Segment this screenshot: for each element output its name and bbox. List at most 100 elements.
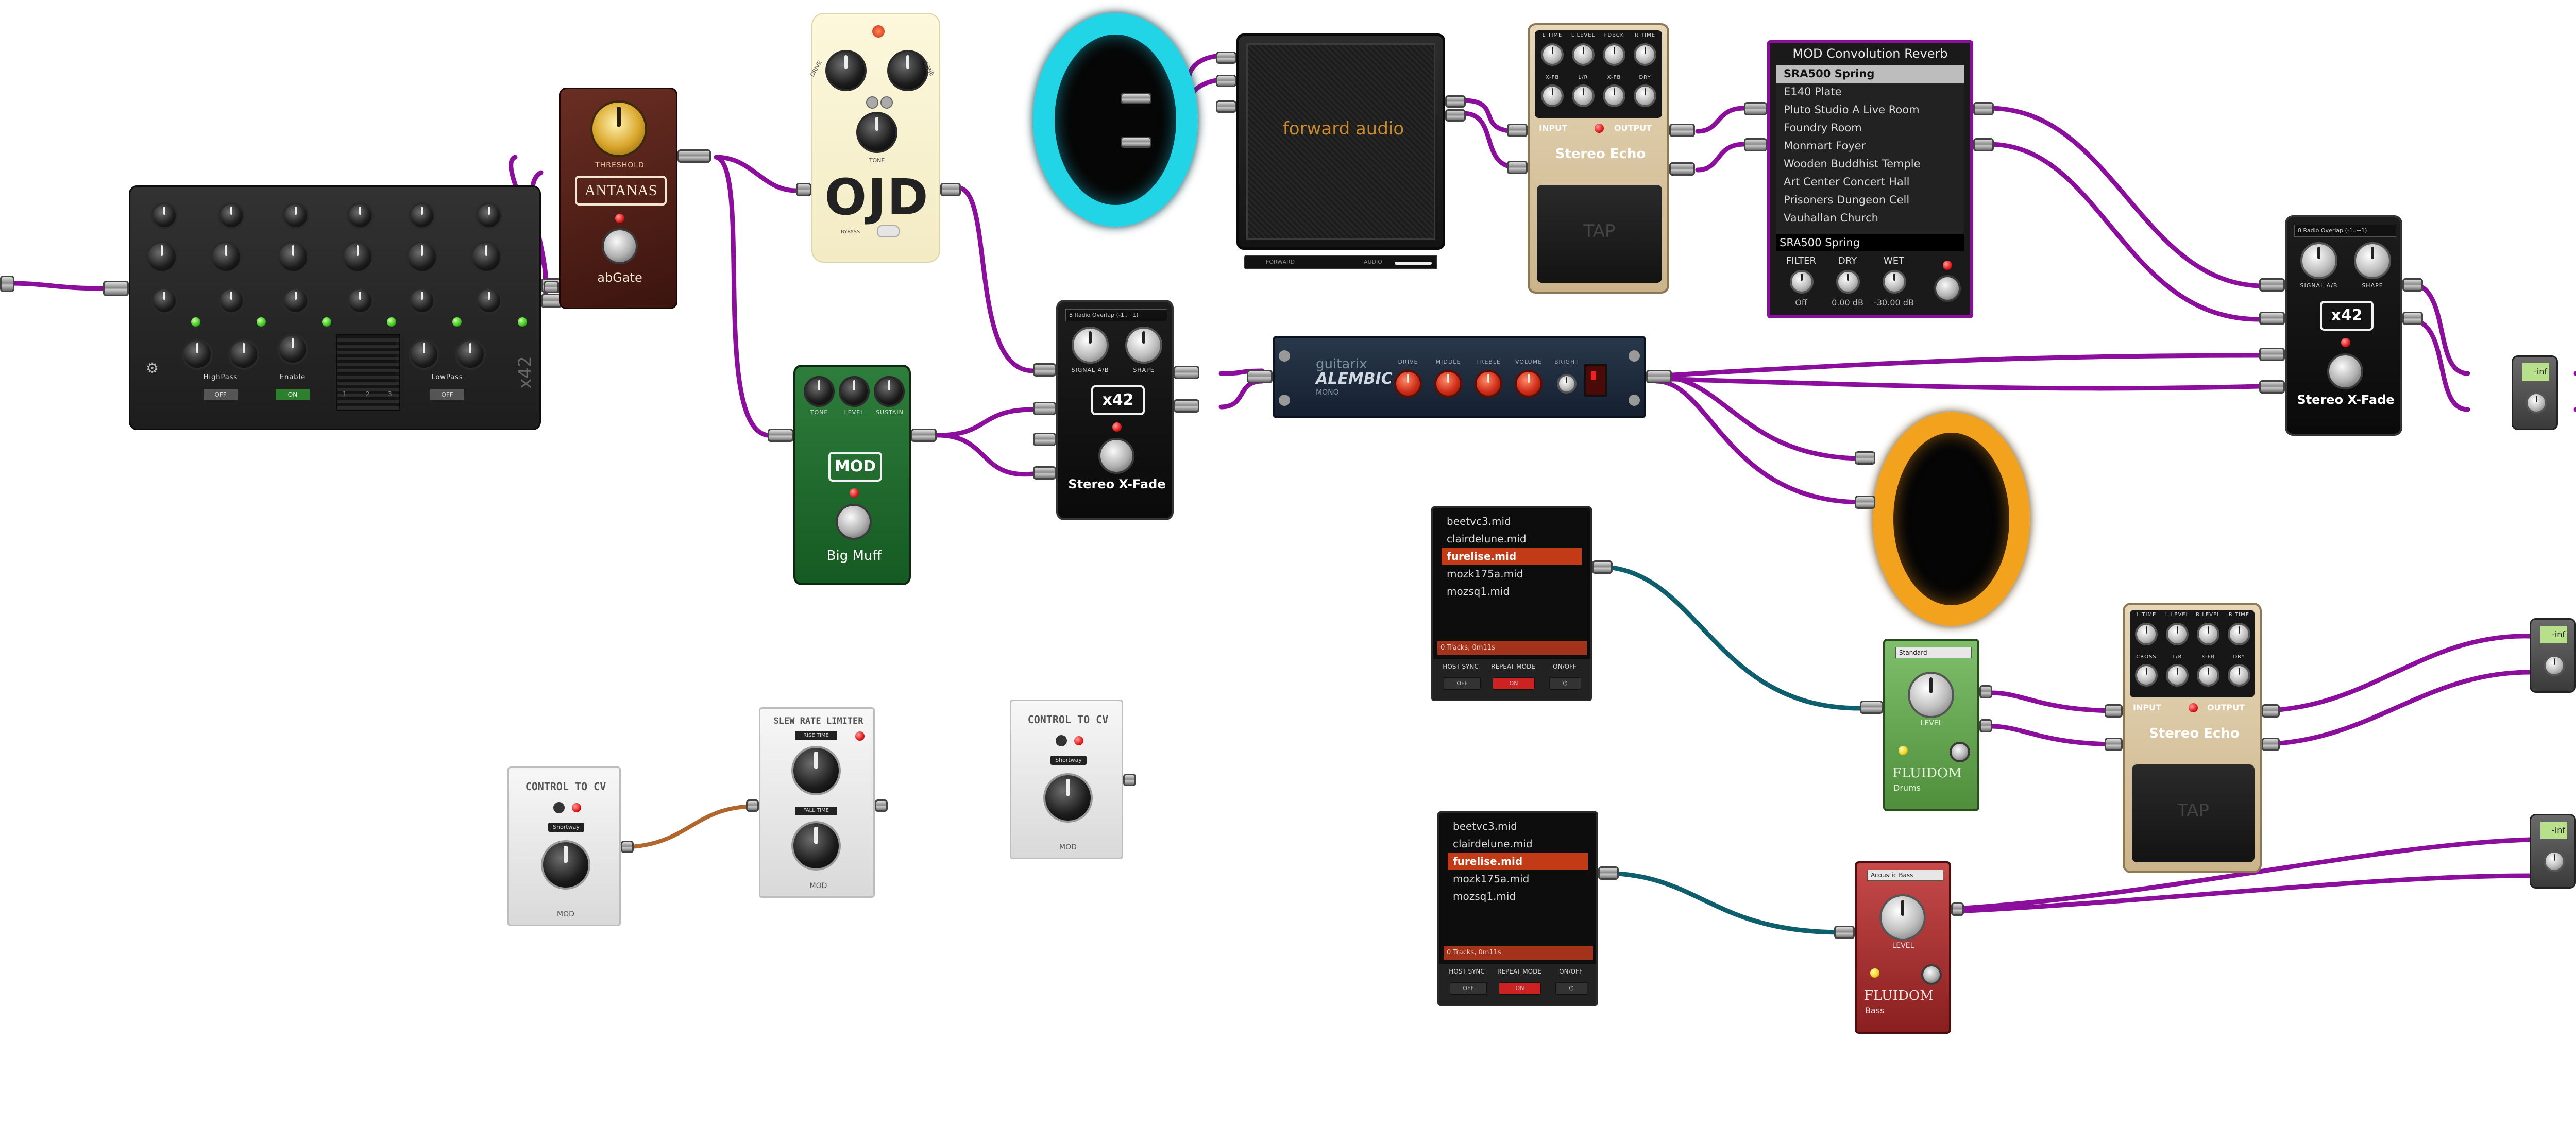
- echo-input-port[interactable]: [2105, 704, 2123, 718]
- level-knob[interactable]: [1879, 894, 1926, 941]
- preset-dropdown[interactable]: Standard: [1895, 647, 1972, 658]
- alembic-output-port[interactable]: [1646, 370, 1672, 383]
- echo-input-port[interactable]: [1507, 161, 1528, 174]
- mode-dropdown[interactable]: 8 Radio Overlap (-1..+1): [1065, 309, 1167, 321]
- echo-knob[interactable]: [2197, 623, 2219, 645]
- mode-dropdown[interactable]: 8 Radio Overlap (-1..+1): [2294, 225, 2396, 237]
- midi-file-item[interactable]: mozk175a.mid: [1447, 568, 1523, 580]
- highpass-knob[interactable]: [228, 339, 259, 370]
- drive-knob[interactable]: [825, 50, 867, 91]
- ir-item[interactable]: Art Center Concert Hall: [1784, 176, 1910, 188]
- ir-item[interactable]: Monmart Foyer: [1784, 140, 1866, 152]
- echo-knob[interactable]: [2135, 623, 2158, 645]
- convolution-reverb[interactable]: MOD Convolution Reverb SRA500 Spring E14…: [1767, 40, 1973, 318]
- bright-knob[interactable]: [1557, 374, 1577, 394]
- lowpass-knob[interactable]: [455, 339, 486, 370]
- slew-rate-limiter[interactable]: SLEW RATE LIMITER RISE TIME FALL TIME MO…: [759, 707, 875, 898]
- gain-meter[interactable]: -inf: [2530, 814, 2576, 889]
- ir-item[interactable]: Prisoners Dungeon Cell: [1784, 194, 1910, 206]
- gain-knob[interactable]: [2544, 655, 2565, 676]
- echo-output-port[interactable]: [2262, 704, 2280, 718]
- mixer-knob[interactable]: [409, 202, 435, 229]
- ring-port[interactable]: [1855, 496, 1875, 509]
- signal-ab-knob[interactable]: [1072, 327, 1109, 364]
- ring-port[interactable]: [1121, 93, 1151, 104]
- echo-knob[interactable]: [2228, 664, 2250, 687]
- mode-badge[interactable]: Shortway: [548, 823, 584, 832]
- abgate-input-port[interactable]: [544, 281, 559, 293]
- cable[interactable]: [1695, 142, 1747, 173]
- ojd-output-port[interactable]: [940, 183, 961, 196]
- xfade-pedal[interactable]: 8 Radio Overlap (-1..+1) SIGNAL A/B SHAP…: [2285, 215, 2402, 436]
- midi-output-port[interactable]: [1598, 866, 1619, 880]
- mini-knob[interactable]: [553, 802, 565, 813]
- level-knob[interactable]: [839, 376, 870, 407]
- cable[interactable]: [1986, 106, 2262, 288]
- cv-knob[interactable]: [1043, 773, 1093, 823]
- dry-knob[interactable]: [1836, 270, 1860, 294]
- echo-output-port[interactable]: [2262, 738, 2280, 751]
- mixer-knob[interactable]: [406, 241, 438, 273]
- mixer-plugin[interactable]: ⚙ HighPass OFF Enable ON 1 2 3 LowPass O…: [129, 185, 541, 430]
- cable[interactable]: [1654, 379, 1865, 505]
- xfade-pedal[interactable]: 8 Radio Overlap (-1..+1) SIGNAL A/B SHAP…: [1056, 300, 1174, 520]
- echo-output-port[interactable]: [1669, 162, 1695, 176]
- mixer-knob[interactable]: [476, 202, 502, 229]
- host-sync-toggle[interactable]: OFF: [1444, 677, 1481, 690]
- fluidom-output-port[interactable]: [1979, 719, 1992, 732]
- gain-knob[interactable]: [2544, 850, 2565, 872]
- bypass-footswitch[interactable]: [1950, 742, 1970, 762]
- cyan-ring-plugin[interactable]: [1033, 13, 1198, 227]
- lowpass-knob[interactable]: [409, 339, 439, 370]
- midi-file-list[interactable]: beetvc3.mid clairdelune.mid furelise.mid…: [1442, 513, 1582, 600]
- mixer-knob[interactable]: [476, 287, 502, 314]
- cable[interactable]: [1945, 873, 2532, 914]
- stereo-echo-pedal[interactable]: L TIME L LEVEL R LEVEL R TIME CROSS L/R …: [2123, 603, 2262, 873]
- reverb-input-port[interactable]: [1744, 102, 1767, 115]
- xfade-input-port[interactable]: [2259, 312, 2285, 325]
- ir-item[interactable]: Wooden Buddhist Temple: [1784, 158, 1921, 170]
- mode-badge[interactable]: Shortway: [1050, 756, 1087, 765]
- mixer-knob[interactable]: [347, 202, 374, 229]
- shape-knob[interactable]: [1125, 327, 1162, 364]
- cable[interactable]: [714, 155, 770, 438]
- middle-knob[interactable]: [1434, 370, 1462, 398]
- orange-ring-plugin[interactable]: [1873, 412, 2030, 626]
- repeat-mode-toggle[interactable]: ON: [1493, 677, 1535, 690]
- cv-output-port[interactable]: [1123, 774, 1136, 786]
- threshold-knob[interactable]: [590, 100, 647, 157]
- xfade-input-port[interactable]: [2259, 380, 2285, 394]
- midi-output-port[interactable]: [1592, 560, 1613, 574]
- enable-switch[interactable]: ON: [275, 388, 311, 401]
- shape-knob[interactable]: [2354, 242, 2391, 279]
- alembic-input-port[interactable]: [1247, 370, 1273, 383]
- mixer-knob[interactable]: [218, 287, 245, 314]
- cable[interactable]: [1654, 353, 2262, 379]
- cable[interactable]: [2254, 634, 2532, 713]
- enable-knob[interactable]: [277, 334, 308, 365]
- cv-knob[interactable]: [541, 840, 590, 890]
- mini-knob[interactable]: [1056, 735, 1067, 746]
- lowpass-switch[interactable]: OFF: [429, 388, 465, 401]
- abgate-pedal[interactable]: THRESHOLD ANTANAS abGate: [559, 88, 677, 309]
- bigmuff-input-port[interactable]: [768, 429, 793, 442]
- cabinet-input-port[interactable]: [1216, 52, 1236, 64]
- cable[interactable]: [2406, 317, 2470, 412]
- preset-dropdown[interactable]: Acoustic Bass: [1867, 870, 1943, 881]
- cable[interactable]: [1595, 564, 1862, 711]
- filter-knob[interactable]: [1790, 270, 1814, 294]
- ojd-pedal[interactable]: DRIVE TONE TONE OJD BYPASS: [809, 13, 940, 263]
- xfade-output-port[interactable]: [2402, 312, 2423, 325]
- reverb-output-port[interactable]: [1973, 102, 1994, 115]
- gain-knob[interactable]: [2526, 392, 2547, 414]
- xfade-output-port[interactable]: [1174, 399, 1199, 413]
- mixer-input-port[interactable]: [103, 281, 129, 296]
- fluidom-midi-input[interactable]: [1834, 926, 1855, 939]
- ir-item[interactable]: Vauhallan Church: [1784, 212, 1878, 224]
- gain-meter[interactable]: -inf: [2512, 355, 2558, 430]
- gear-icon[interactable]: ⚙: [146, 360, 159, 377]
- echo-knob[interactable]: [1603, 43, 1625, 66]
- bigmuff-pedal[interactable]: TONE LEVEL SUSTAIN MOD Big Muff: [793, 365, 911, 585]
- tap-button[interactable]: TAP: [2132, 764, 2255, 862]
- cable[interactable]: [8, 281, 106, 291]
